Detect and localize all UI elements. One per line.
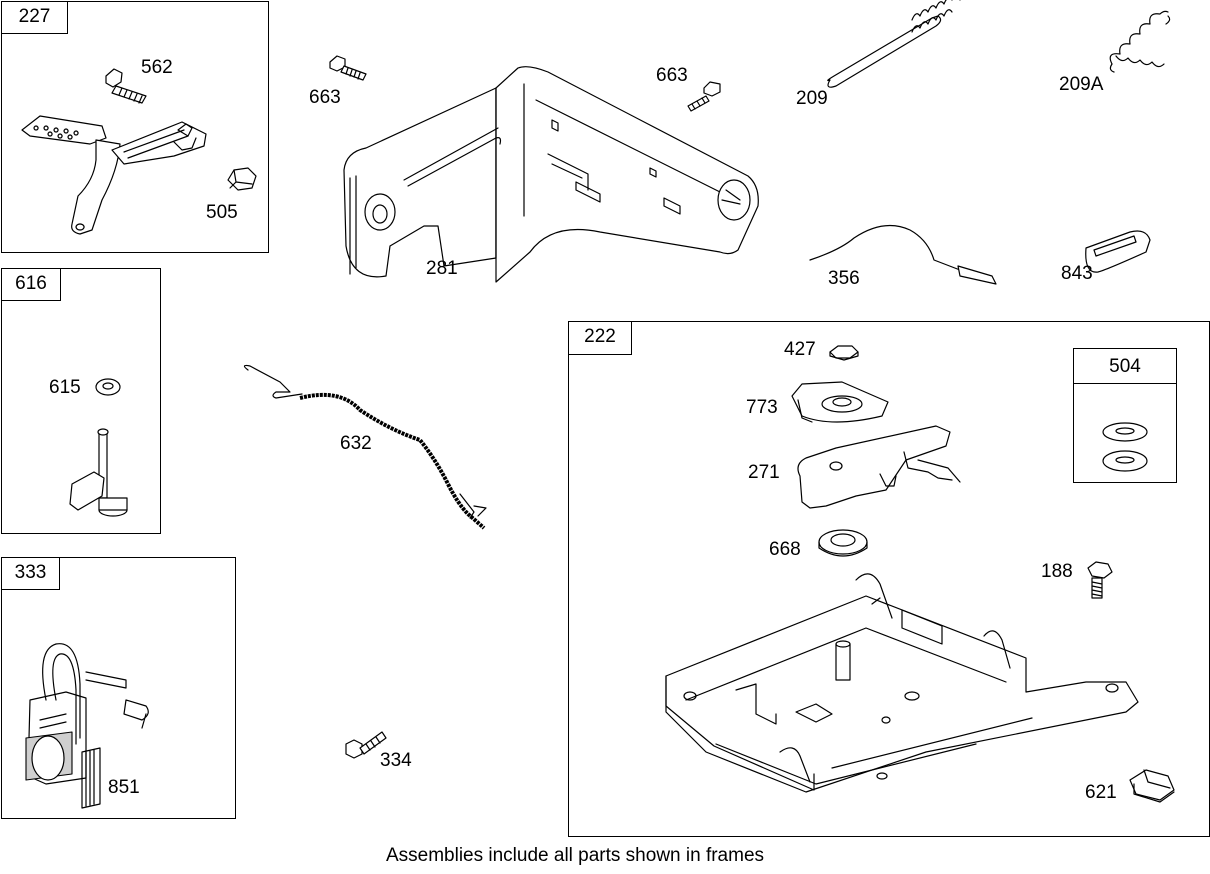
spring-632-drawing — [243, 364, 487, 530]
screw-334-drawing — [345, 731, 387, 759]
frame-222: 222 — [568, 321, 1210, 837]
nut-427-drawing — [829, 345, 859, 361]
callout-334: 334 — [380, 750, 412, 771]
callout-281: 281 — [426, 258, 458, 279]
frame-tag-333: 333 — [1, 557, 60, 590]
spring-209-drawing — [827, 0, 961, 88]
clip-621-drawing — [1129, 769, 1175, 803]
screw-562-drawing — [105, 68, 147, 104]
base-plate-drawing — [665, 573, 1139, 793]
spring-209a-drawing — [1109, 10, 1171, 73]
screw-663-right-drawing — [687, 81, 721, 112]
callout-209a: 209A — [1059, 74, 1104, 95]
callout-773: 773 — [746, 397, 778, 418]
bracket-773-drawing — [791, 381, 889, 423]
footer-note: Assemblies include all parts shown in fr… — [385, 845, 765, 866]
pin-616-drawing — [69, 428, 128, 517]
callout-668: 668 — [769, 539, 801, 560]
bolt-188-drawing — [1087, 561, 1113, 599]
callout-621: 621 — [1085, 782, 1117, 803]
frame-504: 504 — [1073, 348, 1177, 483]
frame-616: 616 — [1, 268, 161, 534]
callout-271: 271 — [748, 462, 780, 483]
armature-851-drawing — [25, 643, 149, 809]
callout-188: 188 — [1041, 561, 1073, 582]
screw-663-left-drawing — [329, 55, 367, 81]
callout-615: 615 — [49, 377, 81, 398]
callout-851: 851 — [108, 777, 140, 798]
callout-663-right: 663 — [656, 65, 688, 86]
nut-505-drawing — [227, 167, 257, 191]
callout-562: 562 — [141, 57, 173, 78]
frame-tag-222: 222 — [568, 321, 632, 355]
frame-tag-616: 616 — [1, 268, 61, 301]
frame-tag-504: 504 — [1073, 348, 1177, 384]
plate-271-drawing — [797, 425, 961, 509]
seal-668-drawing — [818, 529, 868, 557]
bracket-281-drawing — [343, 66, 759, 283]
callout-427: 427 — [784, 339, 816, 360]
callout-356: 356 — [828, 268, 860, 289]
callout-209: 209 — [796, 88, 828, 109]
washer-615-drawing — [95, 378, 121, 396]
wire-356-drawing — [809, 224, 997, 285]
frame-tag-227: 227 — [1, 1, 68, 34]
callout-663-left: 663 — [309, 87, 341, 108]
washers-504-drawing — [1102, 422, 1148, 472]
callout-632: 632 — [340, 433, 372, 454]
frame-227: 227 — [1, 1, 269, 253]
control-lever-drawing — [21, 115, 207, 235]
callout-843: 843 — [1061, 263, 1093, 284]
sleeve-843-drawing — [1085, 230, 1151, 273]
callout-505: 505 — [206, 202, 238, 223]
frame-333: 333 — [1, 557, 236, 819]
